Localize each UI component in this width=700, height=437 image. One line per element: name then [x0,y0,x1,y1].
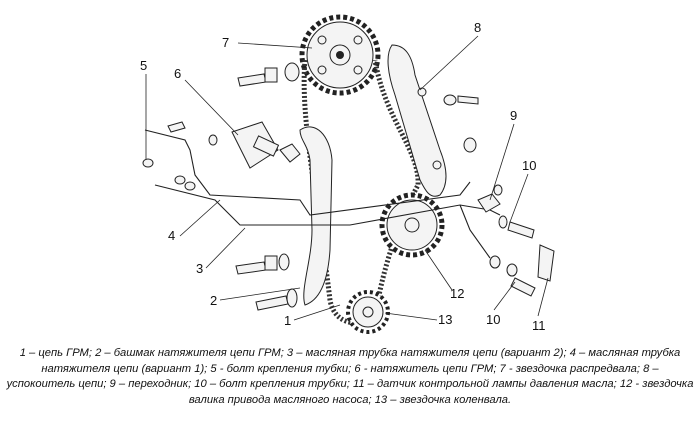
leader-lines [145,35,549,321]
callout-1: 1 [284,313,291,328]
callout-5: 5 [140,58,147,73]
callout-10-lower: 10 [486,312,500,327]
callout-3: 3 [196,261,203,276]
callout-9: 9 [510,108,517,123]
oil-tube-variant-1 [144,129,471,216]
callout-11: 11 [532,318,546,333]
callout-12: 12 [450,286,464,301]
callout-6: 6 [174,66,181,81]
tensioner-shoe [299,126,333,306]
chain-damper [387,44,447,197]
timing-chain-diagram: 5 6 7 8 9 10 4 3 2 1 12 13 10 11 [140,14,555,334]
callout-4: 4 [168,228,175,243]
oil-pump-sprocket [379,192,445,258]
camshaft-sprocket [299,14,381,96]
callout-2: 2 [210,293,217,308]
chain-tensioner [231,121,301,169]
callout-10-upper: 10 [522,158,536,173]
crankshaft-sprocket [346,290,390,334]
callout-13: 13 [438,312,452,327]
figure-caption: 1 – цепь ГРМ; 2 – башмак натяжителя цепи… [6,347,694,406]
callout-7: 7 [222,35,229,50]
bolts [142,62,555,311]
callout-8: 8 [474,20,481,35]
